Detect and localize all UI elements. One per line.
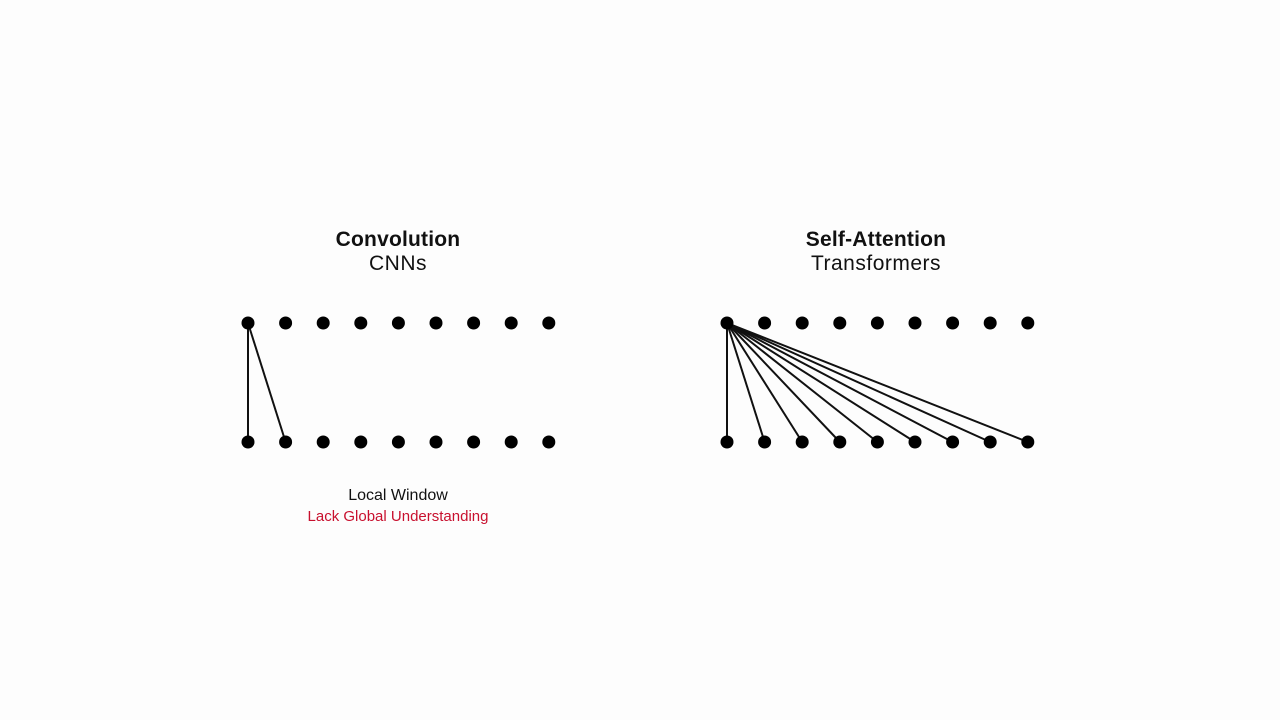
convolution-caption: Local Window <box>348 487 448 504</box>
conv-top-node-3 <box>354 316 368 330</box>
attn-bottom-node-0 <box>720 435 734 449</box>
conv-bottom-node-5 <box>429 435 443 449</box>
convolution-title: Convolution <box>335 228 461 251</box>
conv-bottom-node-7 <box>504 435 518 449</box>
conv-bottom-node-6 <box>467 435 481 449</box>
conv-bottom-node-3 <box>354 435 368 449</box>
attn-edge-0-6 <box>726 322 954 443</box>
conv-bottom-node-1 <box>279 435 293 449</box>
attn-bottom-node-3 <box>833 435 847 449</box>
self-attention-title: Self-Attention <box>805 228 947 251</box>
conv-bottom-node-2 <box>316 435 330 449</box>
conv-top-node-6 <box>467 316 481 330</box>
attn-edge-0-8 <box>726 322 1029 443</box>
self-attention-diagram <box>720 316 1035 449</box>
attn-edge-0-2 <box>726 322 804 443</box>
conv-top-node-1 <box>279 316 293 330</box>
convolution-subtitle: CNNs <box>369 252 427 275</box>
conv-top-node-4 <box>391 316 405 330</box>
conv-edge-0-1 <box>247 322 287 443</box>
attn-top-node-3 <box>833 316 847 330</box>
attn-top-node-4 <box>870 316 884 330</box>
conv-top-node-0 <box>241 316 255 330</box>
attn-top-node-0 <box>720 316 734 330</box>
conv-bottom-node-0 <box>241 435 255 449</box>
conv-top-node-5 <box>429 316 443 330</box>
conv-bottom-node-8 <box>542 435 556 449</box>
conv-top-node-7 <box>504 316 518 330</box>
convolution-diagram <box>241 316 556 449</box>
attn-bottom-node-7 <box>983 435 997 449</box>
attn-top-node-1 <box>758 316 772 330</box>
attn-edge-0-3 <box>726 322 841 443</box>
convolution-heading: Convolution CNNs <box>238 228 558 276</box>
conv-top-node-2 <box>316 316 330 330</box>
self-attention-subtitle: Transformers <box>810 252 942 275</box>
self-attention-heading: Self-Attention Transformers <box>716 228 1036 276</box>
conv-top-node-8 <box>542 316 556 330</box>
attn-edge-0-7 <box>726 322 991 443</box>
conv-bottom-node-4 <box>391 435 405 449</box>
attn-bottom-node-4 <box>870 435 884 449</box>
convolution-limitation-note: Lack Global Understanding <box>307 508 489 525</box>
attn-top-node-5 <box>908 316 922 330</box>
attn-bottom-node-6 <box>946 435 960 449</box>
attn-bottom-node-5 <box>908 435 922 449</box>
attn-bottom-node-2 <box>795 435 809 449</box>
attn-edge-0-1 <box>726 322 766 443</box>
attn-top-node-6 <box>946 316 960 330</box>
attn-top-node-8 <box>1021 316 1035 330</box>
attn-top-node-2 <box>795 316 809 330</box>
attn-edge-0-4 <box>726 322 879 443</box>
attn-bottom-node-1 <box>758 435 772 449</box>
attn-top-node-7 <box>983 316 997 330</box>
attn-bottom-node-8 <box>1021 435 1035 449</box>
attn-edge-0-5 <box>726 322 916 443</box>
